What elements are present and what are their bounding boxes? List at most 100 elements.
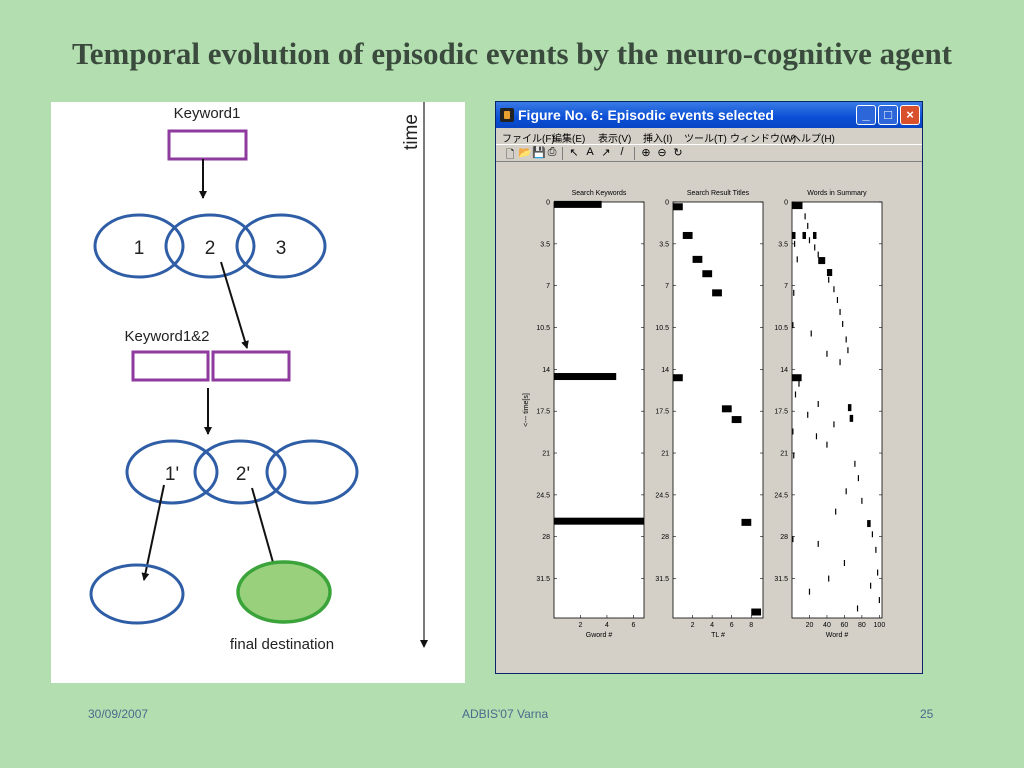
plot-1-event-bar: [702, 270, 713, 278]
line-icon[interactable]: /: [620, 146, 624, 158]
plot-1-event-bar: [712, 289, 722, 297]
circle-1-label: 1: [134, 238, 145, 259]
open-folder-icon[interactable]: 📂: [518, 147, 532, 159]
rotate-icon[interactable]: ↻: [673, 147, 683, 159]
zoom-out-icon[interactable]: ⊖: [657, 147, 667, 159]
arrow-2-to-keyword12: [220, 261, 249, 349]
plot-0-ytick-label: 21: [542, 451, 550, 458]
plot-1-event-bar: [751, 608, 762, 616]
menu-file[interactable]: ファイル(F): [502, 134, 555, 145]
circle-1prime: [125, 439, 219, 505]
plot-2-event-bar: [812, 231, 817, 239]
plot-1-ytick-label: 17.5: [655, 409, 669, 416]
plot-1-ytick-label: 0: [665, 200, 669, 207]
plot-1-title: Search Result Titles: [687, 190, 750, 197]
plot-1-xtick-label: 4: [710, 622, 714, 629]
new-file-icon[interactable]: 🗋: [505, 149, 515, 161]
plot-2-event-bar: [792, 374, 802, 382]
plot-2-xtick-label: 20: [806, 622, 814, 629]
footer-center: ADBIS'07 Varna: [462, 707, 549, 721]
plot-0-ytick-label: 14: [542, 367, 550, 374]
plot-2-event-bar: [802, 231, 806, 239]
plot-0-event-bar: [554, 373, 617, 381]
circle-empty: [265, 439, 359, 505]
plot-2-ytick-label: 0: [784, 200, 788, 207]
plot-0-ylabel: <--- time[s]: [523, 393, 530, 427]
plot-0-ytick-label: 0: [546, 200, 550, 207]
text-icon[interactable]: A: [586, 146, 594, 158]
plot-2-event-bar: [792, 231, 796, 239]
keyword1-box: [167, 129, 248, 161]
plot-2-ytick-label: 17.5: [774, 409, 788, 416]
plot-0-xtick-label: 4: [605, 622, 609, 629]
circle-2: [164, 213, 256, 279]
plot-2-xlabel: Word #: [826, 632, 849, 639]
minimize-button[interactable]: _: [856, 105, 876, 125]
circle-1prime-label: 1': [165, 464, 179, 485]
plot-2-event-bar: [849, 414, 854, 422]
plot-1-ytick-label: 31.5: [655, 576, 669, 583]
plot-1-xlabel: TL #: [711, 632, 725, 639]
plot-1-ytick-label: 7: [665, 283, 669, 290]
plot-0-ytick-label: 28: [542, 534, 550, 541]
footer-page: 25: [920, 707, 934, 721]
matlab-figure-window: Figure No. 6: Episodic events selected _…: [495, 101, 923, 674]
plot-1-ytick-label: 28: [661, 534, 669, 541]
plot-0-ytick-label: 7: [546, 283, 550, 290]
select-arrow-icon[interactable]: ↖: [569, 147, 579, 159]
keyword12-box-left: [131, 350, 210, 382]
diagram-svg: Keyword1 1 2 3 Keyword1&2 1' 2' final de…: [89, 102, 428, 653]
circle-dead-end: [89, 563, 185, 625]
plot-2-event-bar: [847, 404, 852, 412]
plot-0-xlabel: Gword #: [586, 632, 613, 639]
menu-tools[interactable]: ツール(T): [684, 134, 727, 145]
time-label: time: [401, 114, 422, 150]
menu-bar: ファイル(F) 編集(E) 表示(V) 挿入(I) ツール(T) ウィンドウ(W…: [496, 128, 922, 145]
plot-0-ytick-label: 10.5: [536, 325, 550, 332]
close-button[interactable]: ×: [900, 105, 920, 125]
maximize-button[interactable]: □: [878, 105, 898, 125]
plots-svg: Search Keywords03.5710.51417.52124.52831…: [523, 190, 885, 639]
episodic-diagram: Keyword1 1 2 3 Keyword1&2 1' 2' final de…: [51, 102, 465, 683]
plot-1-xtick-label: 8: [749, 622, 753, 629]
plot-0-xtick-label: 6: [631, 622, 635, 629]
plot-2-xtick-label: 60: [841, 622, 849, 629]
keyword1-label: Keyword1: [174, 105, 241, 122]
plot-1-event-bar: [731, 416, 742, 424]
menu-view[interactable]: 表示(V): [598, 134, 632, 145]
print-icon[interactable]: ⎙: [547, 146, 557, 158]
menu-insert[interactable]: 挿入(I): [643, 134, 673, 145]
plot-2-frame: [791, 201, 883, 619]
plot-2-ytick-label: 24.5: [774, 492, 788, 499]
plot-0-xtick-label: 2: [579, 622, 583, 629]
plot-1-frame: [672, 201, 764, 619]
plot-0-title: Search Keywords: [572, 190, 627, 197]
window-titlebar[interactable]: Figure No. 6: Episodic events selected _…: [496, 102, 922, 128]
final-destination-label: final destination: [230, 636, 334, 653]
plot-1-event-bar: [721, 405, 732, 413]
plot-2-ytick-label: 14: [780, 367, 788, 374]
plot-2-ytick-label: 21: [780, 451, 788, 458]
plot-1-ytick-label: 21: [661, 451, 669, 458]
menu-window[interactable]: ウィンドウ(W): [730, 134, 797, 145]
plot-0-ytick-label: 3.5: [540, 241, 550, 248]
figure-toolbar: 🗋 📂 💾 ⎙ ↖ A ↗ / ⊕ ⊖ ↻: [496, 144, 922, 162]
plot-1-ytick-label: 24.5: [655, 492, 669, 499]
menu-help[interactable]: ヘルプ(H): [791, 134, 835, 145]
plot-1-ytick-label: 14: [661, 367, 669, 374]
arrow-icon[interactable]: ↗: [601, 147, 611, 159]
zoom-in-icon[interactable]: ⊕: [641, 147, 651, 159]
plot-2-event-bar: [867, 520, 871, 528]
plot-1-event-bar: [741, 518, 752, 526]
window-title: Figure No. 6: Episodic events selected: [518, 107, 774, 123]
menu-edit[interactable]: 編集(E): [552, 134, 586, 145]
plot-1-ytick-label: 10.5: [655, 325, 669, 332]
circle-2-label: 2: [205, 238, 216, 259]
plot-2-ytick-label: 31.5: [774, 576, 788, 583]
circle-2prime-label: 2': [236, 464, 250, 485]
plot-2-ytick-label: 7: [784, 283, 788, 290]
plot-0-ytick-label: 31.5: [536, 576, 550, 583]
save-icon[interactable]: 💾: [532, 147, 546, 159]
keyword12-label: Keyword1&2: [124, 328, 209, 345]
